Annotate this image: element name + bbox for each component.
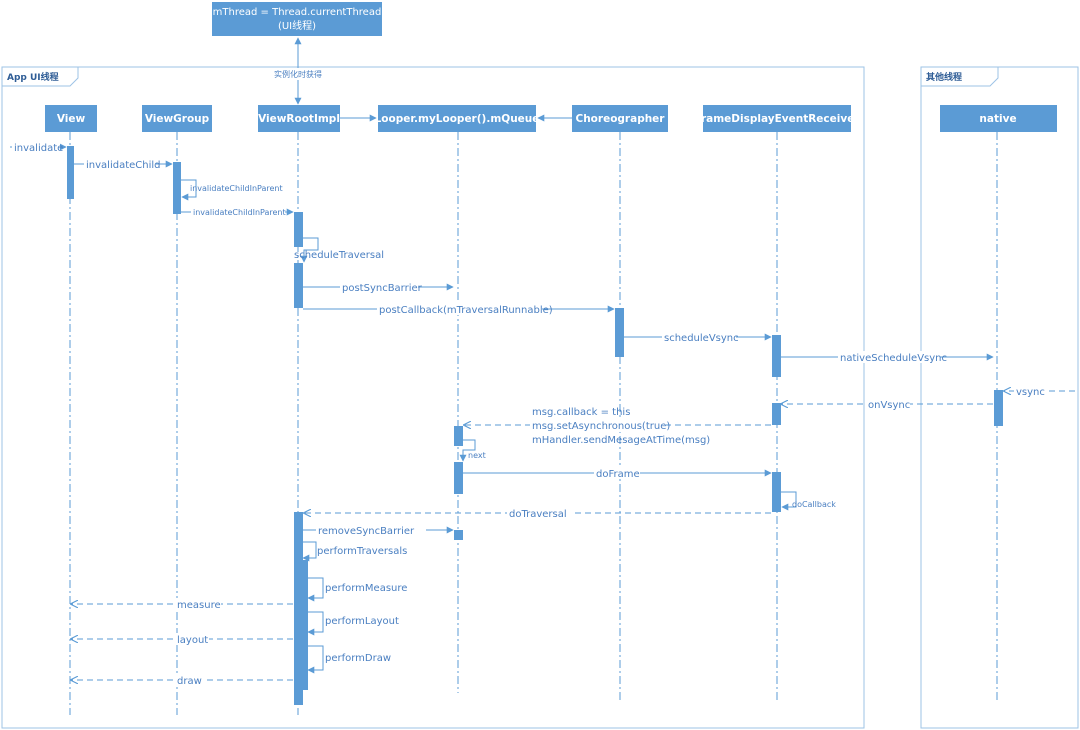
label-performtraversals: performTraversals [317, 546, 407, 557]
label-docallback: doCallback [792, 500, 836, 509]
activation-native [994, 390, 1003, 426]
label-invalidate: invalidate [14, 143, 63, 154]
header-viewrootimpl-label: ViewRootImpl [258, 113, 340, 125]
label-performlayout: performLayout [325, 616, 399, 627]
activation-looper-3 [454, 530, 463, 540]
activation-viewgroup [173, 162, 181, 214]
activation-looper-1 [454, 426, 463, 446]
frame-other-title: 其他线程 [926, 71, 962, 83]
activation-choreographer [615, 308, 624, 357]
header-native-label: native [979, 113, 1016, 125]
label-invalidatechildinparent-self: invalidateChildInParent [190, 184, 283, 193]
label-msg-callback: msg.callback = this [532, 407, 630, 418]
label-onvsync: onVsync [868, 400, 910, 411]
header-viewgroup: ViewGroup [142, 105, 212, 132]
header-receiver-label: FrameDisplayEventReceiver [694, 113, 860, 125]
frame-other-thread: 其他线程 [920, 66, 1079, 729]
activation-looper-2 [454, 462, 463, 494]
label-postsyncbarrier: postSyncBarrier [342, 283, 423, 294]
msg-docallback-self [781, 491, 797, 511]
activation-receiver-2 [772, 403, 781, 425]
header-viewgroup-label: ViewGroup [145, 113, 210, 125]
label-sendmessage: mHandler.sendMesageAtTime(msg) [532, 435, 710, 446]
label-vsync: vsync [1016, 387, 1045, 398]
header-viewrootimpl: ViewRootImpl [258, 105, 340, 132]
label-scheduletraversal: scheduleTraversal [294, 250, 384, 261]
activation-viewrootimpl-nested [303, 560, 308, 690]
label-doframe: doFrame [596, 469, 640, 480]
label-schedulevsync: scheduleVsync [664, 333, 739, 344]
label-draw: draw [177, 676, 202, 687]
activation-viewrootimpl-2 [294, 263, 303, 308]
header-native: native [940, 105, 1057, 132]
header-view-label: View [57, 113, 86, 125]
label-postcallback: postCallback(mTraversalRunnable) [379, 305, 553, 316]
msg-invalidatechildinparent-self [181, 179, 197, 201]
header-view: View [45, 105, 97, 132]
label-invalidatechild: invalidateChild [86, 160, 161, 171]
label-dotraversal: doTraversal [509, 509, 567, 520]
instantiate-label-bg [268, 68, 328, 80]
current-thread-box: mThread = Thread.currentThread (UI线程) [212, 2, 382, 36]
msg-performlayout-self [307, 611, 324, 636]
instantiate-label: 实例化时获得 [274, 69, 322, 79]
label-measure: measure [177, 600, 221, 611]
activation-viewrootimpl-1 [294, 212, 303, 247]
current-thread-line2: (UI线程) [278, 19, 316, 32]
activation-viewrootimpl-3 [294, 512, 303, 705]
label-performmeasure: performMeasure [325, 583, 407, 594]
activation-receiver-3 [772, 472, 781, 512]
label-nativeschedulevsync: nativeScheduleVsync [840, 353, 947, 364]
msg-performmeasure-self [307, 577, 324, 602]
label-invalidatechildinparent: invalidateChildInParent [193, 208, 286, 217]
activation-view [67, 146, 74, 199]
label-next: next [468, 451, 486, 460]
label-removesyncbarrier: removeSyncBarrier [318, 526, 415, 537]
header-receiver: FrameDisplayEventReceiver [694, 105, 860, 132]
frame-app-ui-thread: App UI线程 [1, 66, 865, 729]
frame-app-title: App UI线程 [7, 71, 59, 83]
label-layout: layout [177, 635, 208, 646]
msg-performdraw-self [307, 645, 324, 674]
label-performdraw: performDraw [325, 653, 391, 664]
msg-performtraversals-self [302, 541, 317, 562]
header-choreographer-label: Choreographer [576, 113, 666, 125]
current-thread-line1: mThread = Thread.currentThread [213, 7, 382, 18]
header-looper: Looper.myLooper().mQueue [375, 105, 540, 132]
label-msg-setasynchronous: msg.setAsynchronous(true) [532, 421, 670, 432]
header-looper-label: Looper.myLooper().mQueue [375, 113, 540, 125]
header-choreographer: Choreographer [572, 105, 668, 132]
activation-receiver-1 [772, 335, 781, 377]
msg-next-self [459, 439, 476, 462]
msg-scheduletraversal-self [300, 237, 319, 263]
